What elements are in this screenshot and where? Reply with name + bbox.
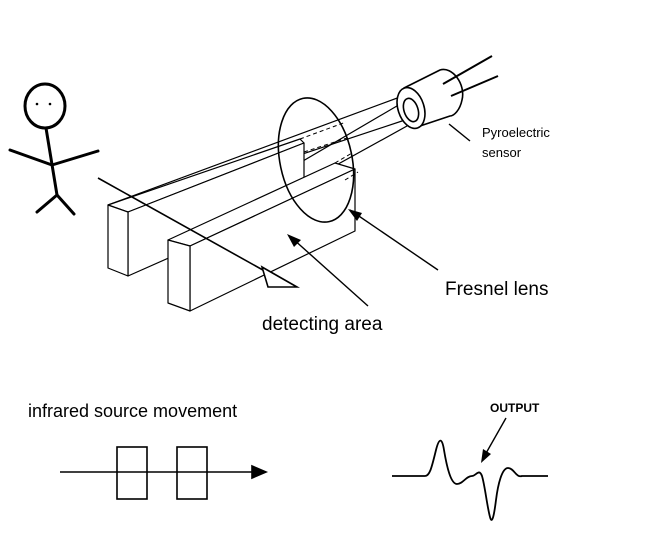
detecting-area-zone-right — [167, 162, 356, 312]
cylinder-sensor-icon — [396, 55, 499, 130]
output-waveform — [392, 439, 548, 521]
pointer-arrowheads — [287, 209, 362, 247]
fresnel-lens-label: Fresnel lens — [445, 279, 549, 300]
pointer-lines — [291, 123, 471, 307]
output-pointer — [484, 417, 507, 456]
sensor-label-line1: Pyroelectric — [482, 125, 550, 140]
movement-label: infrared source movement — [28, 401, 237, 421]
movement-arrow — [97, 177, 301, 288]
output-label: OUTPUT — [490, 401, 540, 415]
sensor-label-line2: sensor — [482, 145, 522, 160]
lens-beam-dashes — [299, 121, 359, 181]
movement-schematic — [60, 446, 269, 500]
ellipse-lens-icon — [277, 97, 355, 223]
stick-figure-person-icon — [8, 82, 100, 216]
output-arrowhead — [481, 449, 491, 463]
detecting-area-label: detecting area — [262, 314, 383, 335]
